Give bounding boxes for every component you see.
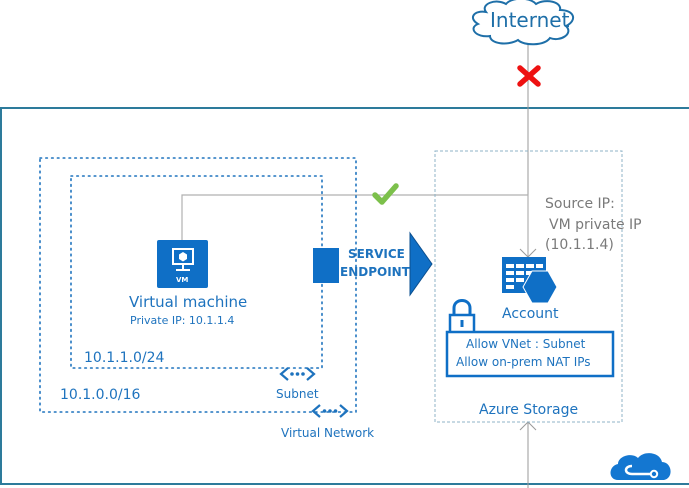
vm-icon xyxy=(157,240,208,288)
firewall-rules-box xyxy=(445,330,615,378)
azure-frame xyxy=(0,107,689,485)
vnet-label: Virtual Network xyxy=(281,426,375,440)
internet-label: Internet xyxy=(490,8,570,32)
vm-title: Virtual machine xyxy=(129,293,248,311)
vm-private-ip: Private IP: 10.1.1.4 xyxy=(130,314,235,327)
source-ip-line3: (10.1.1.4) xyxy=(545,237,614,253)
vm-to-storage-line xyxy=(181,194,529,257)
azure-cloud-logo-icon xyxy=(610,453,671,480)
red-x-icon xyxy=(517,65,541,87)
service-endpoint-line2: ENDPOINT xyxy=(340,265,410,279)
cloud-icon xyxy=(471,0,575,46)
service-endpoint-arrow-icon xyxy=(409,231,433,297)
vm-icon-label: VM xyxy=(176,276,189,284)
vnet-cidr: 10.1.0.0/16 xyxy=(60,387,141,403)
subnet-icon xyxy=(279,367,316,381)
service-endpoint-block xyxy=(313,248,339,283)
subnet-cidr: 10.1.1.0/24 xyxy=(84,350,165,366)
subnet-boundary xyxy=(70,175,323,369)
lock-icon xyxy=(448,299,476,335)
source-ip-line2: VM private IP xyxy=(549,217,642,233)
azure-storage-label: Azure Storage xyxy=(479,402,579,418)
storage-account-icon xyxy=(502,257,558,304)
firewall-rule-2: Allow on-prem NAT IPs xyxy=(456,355,591,369)
subnet-label: Subnet xyxy=(276,387,319,401)
service-endpoint-line1: SERVICE xyxy=(348,247,405,261)
firewall-rule-1: Allow VNet : Subnet xyxy=(466,337,586,351)
azure-storage-boundary xyxy=(434,150,623,423)
storage-account-label: Account xyxy=(502,306,559,322)
virtual-network-boundary xyxy=(39,157,357,413)
source-ip-line1: Source IP: xyxy=(545,196,615,212)
green-check-icon xyxy=(372,183,399,205)
vnet-icon xyxy=(311,404,349,418)
